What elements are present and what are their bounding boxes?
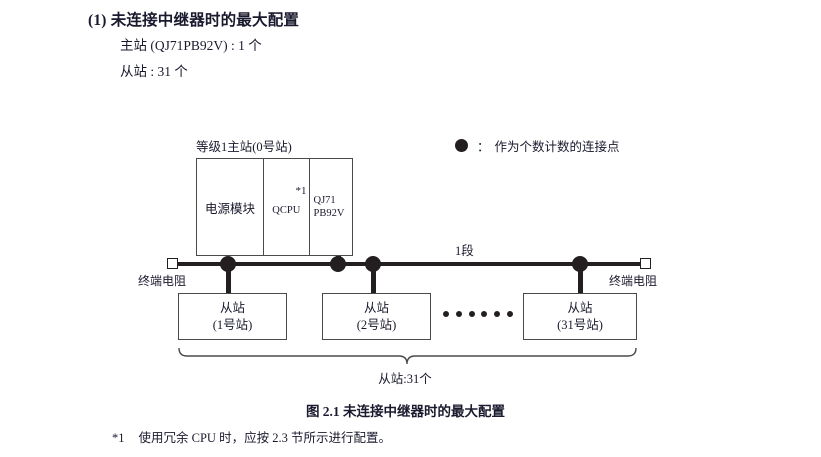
- module-qcpu: QCPU *1: [264, 159, 310, 255]
- slave-station-31-title: 从站: [567, 300, 593, 315]
- module-qcpu-label: QCPU: [272, 204, 301, 216]
- ellipsis-dot: [443, 311, 449, 317]
- spec-line-master: 主站 (QJ71PB92V) : 1 个: [120, 38, 262, 53]
- section-heading: (1)未连接中继器时的最大配置: [88, 8, 299, 30]
- ellipsis-dots: [443, 311, 513, 317]
- figure-footnote-marker: *1: [112, 431, 125, 445]
- slave-group-bracket: [178, 347, 637, 365]
- segment-label: 1段: [455, 244, 474, 258]
- slave-station-2-number: (2号站): [356, 317, 397, 332]
- connection-point-node: [330, 256, 346, 272]
- module-qj71pb92v-line1: QJ71: [313, 194, 336, 206]
- section-title: 未连接中继器时的最大配置: [110, 12, 300, 29]
- slave-station-box-31: 从站 (31号站): [523, 293, 637, 340]
- legend-colon: ：: [477, 140, 490, 154]
- figure-footnote-text: 使用冗余 CPU 时，应按 2.3 节所示进行配置。: [138, 431, 391, 445]
- ellipsis-dot: [468, 311, 475, 317]
- slave-station-1-number: (1号站): [212, 317, 253, 332]
- legend-label: 作为个数计数的连接点: [494, 140, 620, 154]
- master-station-title: 等级1主站(0号站): [196, 140, 292, 154]
- terminating-resistor-right-icon: [640, 258, 651, 269]
- slave-station-box-1: 从站 (1号站): [178, 293, 287, 340]
- module-qj71pb92v-line2: PB92V: [313, 208, 345, 219]
- legend: ： 作为个数计数的连接点: [455, 136, 620, 155]
- footnote-marker: *1: [295, 185, 307, 197]
- slave-station-box-2: 从站 (2号站): [322, 293, 431, 340]
- drop-line-slave-31: [578, 264, 583, 294]
- figure-footnote: *1 使用冗余 CPU 时，应按 2.3 节所示进行配置。: [112, 427, 391, 446]
- figure-caption: 图 2.1 未连接中继器时的最大配置: [0, 400, 821, 420]
- slave-station-1-title: 从站: [219, 300, 245, 315]
- slave-station-2-title: 从站: [363, 300, 389, 315]
- terminating-resistor-right-label: 终端电阻: [609, 274, 658, 288]
- drop-line-slave-1: [226, 264, 231, 294]
- section-number: (1): [88, 12, 107, 29]
- ellipsis-dot: [494, 311, 501, 317]
- slave-station-31-number: (31号站): [557, 317, 603, 332]
- filled-circle-icon: [455, 139, 468, 152]
- module-qj71pb92v: QJ71 PB92V: [310, 159, 352, 255]
- terminating-resistor-left-icon: [167, 258, 178, 269]
- drop-line-slave-2: [371, 264, 376, 294]
- figure-caption-text: 图 2.1 未连接中继器时的最大配置: [305, 404, 506, 419]
- terminating-resistor-left-label: 终端电阻: [138, 274, 187, 288]
- ellipsis-dot: [481, 311, 488, 317]
- ellipsis-dot: [506, 311, 513, 317]
- bus-trunk-line: [173, 262, 646, 266]
- module-power-supply: 电源模块: [197, 159, 265, 255]
- spec-line-slave: 从站 : 31 个: [120, 64, 188, 79]
- master-station-box: 电源模块 QCPU *1 QJ71 PB92V: [196, 158, 353, 256]
- slave-group-bracket-label: 从站:31个: [0, 368, 821, 387]
- slave-group-count: 从站:31个: [378, 372, 432, 386]
- ellipsis-dot: [455, 311, 462, 317]
- module-power-supply-label: 电源模块: [205, 201, 256, 216]
